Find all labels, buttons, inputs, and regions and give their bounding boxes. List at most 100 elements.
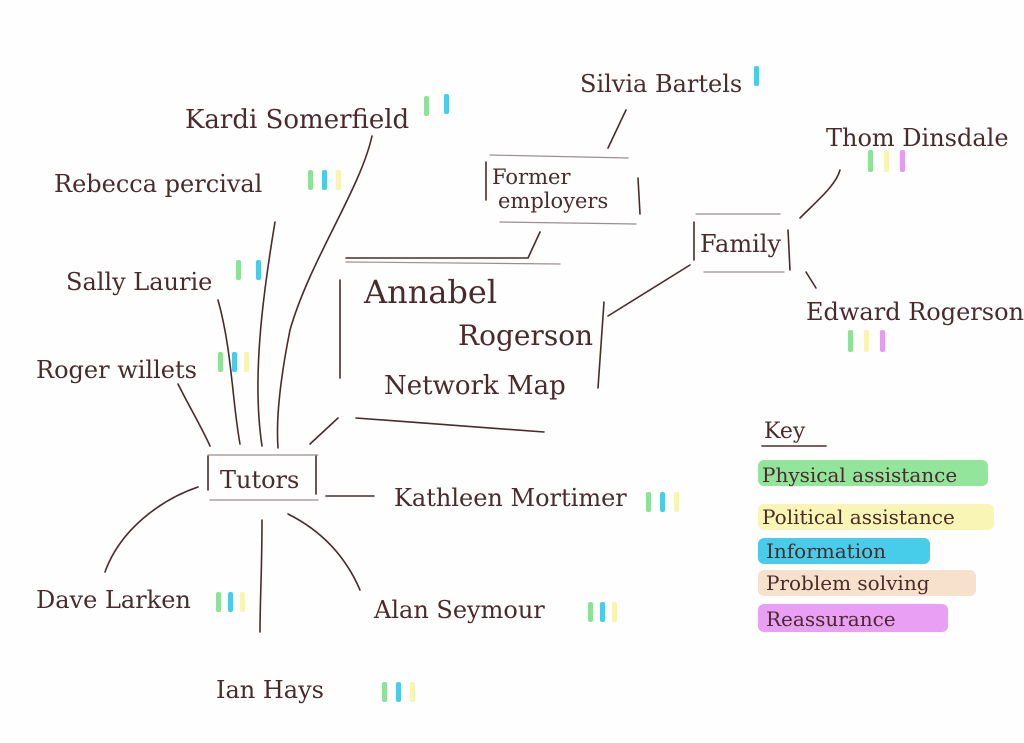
key-swatch (758, 604, 948, 632)
connector-roger (177, 383, 211, 447)
mark-tick (600, 602, 605, 622)
connector-center-former (345, 231, 541, 259)
support-marks-edward (848, 330, 885, 352)
mark-tick (884, 150, 889, 172)
mark-tick (754, 66, 759, 86)
mark-tick (228, 592, 233, 612)
person-name: Thom Dinsdale (826, 124, 1009, 152)
mark-tick (660, 492, 665, 512)
former-label-line1: Former (492, 165, 571, 189)
mark-tick (216, 592, 221, 612)
support-marks-thom (868, 150, 905, 172)
center-title-line3: Network Map (384, 371, 566, 401)
support-marks-kathleen (646, 492, 679, 512)
connector-ian (259, 519, 263, 633)
person-name: Rebecca percival (54, 170, 262, 198)
mark-tick (848, 330, 853, 352)
former-box-sides (485, 161, 641, 215)
connector-rebecca (257, 221, 276, 447)
center-node: Annabel Rogerson Network Map (339, 261, 605, 433)
person-name: Kathleen Mortimer (394, 484, 627, 512)
person-name: Edward Rogerson (806, 298, 1024, 326)
person-name: Dave Larken (36, 586, 191, 614)
mark-tick (868, 150, 873, 172)
mark-tick (336, 170, 341, 190)
mark-tick (900, 150, 905, 172)
family-box: Family (693, 213, 791, 273)
tutors-box: Tutors (207, 454, 319, 501)
connector-edward (805, 271, 817, 289)
person-name: Sally Laurie (66, 268, 212, 296)
support-marks-ian (382, 682, 415, 702)
key-item-label: Reassurance (766, 607, 896, 631)
mark-tick (444, 94, 449, 114)
connector-sally (217, 299, 241, 445)
key-title: Key (764, 419, 806, 444)
mark-tick (218, 352, 223, 372)
mark-tick (232, 352, 237, 372)
mark-tick (244, 352, 249, 372)
mark-tick (588, 602, 593, 622)
mark-tick (424, 96, 429, 116)
mark-tick (256, 260, 261, 280)
mark-tick (880, 330, 885, 352)
mark-tick (236, 260, 241, 280)
key-item-label: Problem solving (766, 571, 930, 595)
mark-tick (864, 330, 869, 352)
connector-lines (104, 109, 841, 633)
center-underline (355, 417, 545, 433)
person-name: Silvia Bartels (580, 70, 742, 98)
mark-tick (396, 682, 401, 702)
key-item-label: Information (766, 539, 886, 563)
key-item-label: Physical assistance (762, 463, 957, 487)
support-marks-silvia (754, 66, 759, 86)
key-swatch (758, 538, 930, 564)
tutors-label: Tutors (220, 466, 299, 494)
center-title-line1: Annabel (363, 273, 497, 311)
center-title-line2: Rogerson (458, 319, 593, 352)
tutors-box-sides (207, 455, 317, 495)
support-marks-kardi (424, 94, 449, 116)
mark-tick (382, 682, 387, 702)
connector-silvia (607, 109, 627, 149)
center-right-bracket (597, 301, 605, 389)
connector-dave (104, 486, 199, 573)
support-marks (216, 66, 905, 702)
support-marks-roger (218, 352, 249, 372)
mark-tick (674, 492, 679, 512)
mark-tick (240, 592, 245, 612)
connector-thom (799, 169, 841, 219)
support-marks-alan (588, 602, 617, 622)
family-box-sides (693, 221, 791, 271)
person-name: Alan Seymour (373, 596, 545, 624)
center-top-line (345, 261, 561, 265)
support-marks-dave (216, 592, 245, 612)
key-swatch (758, 504, 994, 530)
mark-tick (410, 682, 415, 702)
key-legend: Key Physical assistance Political assist… (758, 419, 994, 632)
former-employers-box: Former employers (485, 154, 641, 225)
mark-tick (612, 602, 617, 622)
former-box-lines (489, 154, 637, 225)
mark-tick (308, 170, 313, 190)
person-nodes: Kardi Somerfield Rebecca percival Sally … (36, 70, 1024, 704)
mark-tick (646, 492, 651, 512)
person-name: Kardi Somerfield (185, 105, 409, 135)
key-swatch (758, 570, 976, 596)
support-marks-rebecca (308, 170, 341, 190)
person-name: Ian Hays (216, 676, 324, 704)
mark-tick (322, 170, 327, 190)
tutors-box-lines (207, 454, 319, 501)
connector-tutors-center (309, 417, 339, 445)
key-item-label: Political assistance (762, 505, 955, 529)
connector-center-family (607, 264, 691, 317)
former-label-line2: employers (498, 189, 608, 213)
connector-alan (287, 513, 361, 591)
connector-kardi (276, 135, 373, 449)
family-label: Family (700, 230, 781, 258)
person-name: Roger willets (36, 356, 197, 384)
support-marks-sally (236, 260, 261, 280)
key-swatch (758, 460, 988, 486)
